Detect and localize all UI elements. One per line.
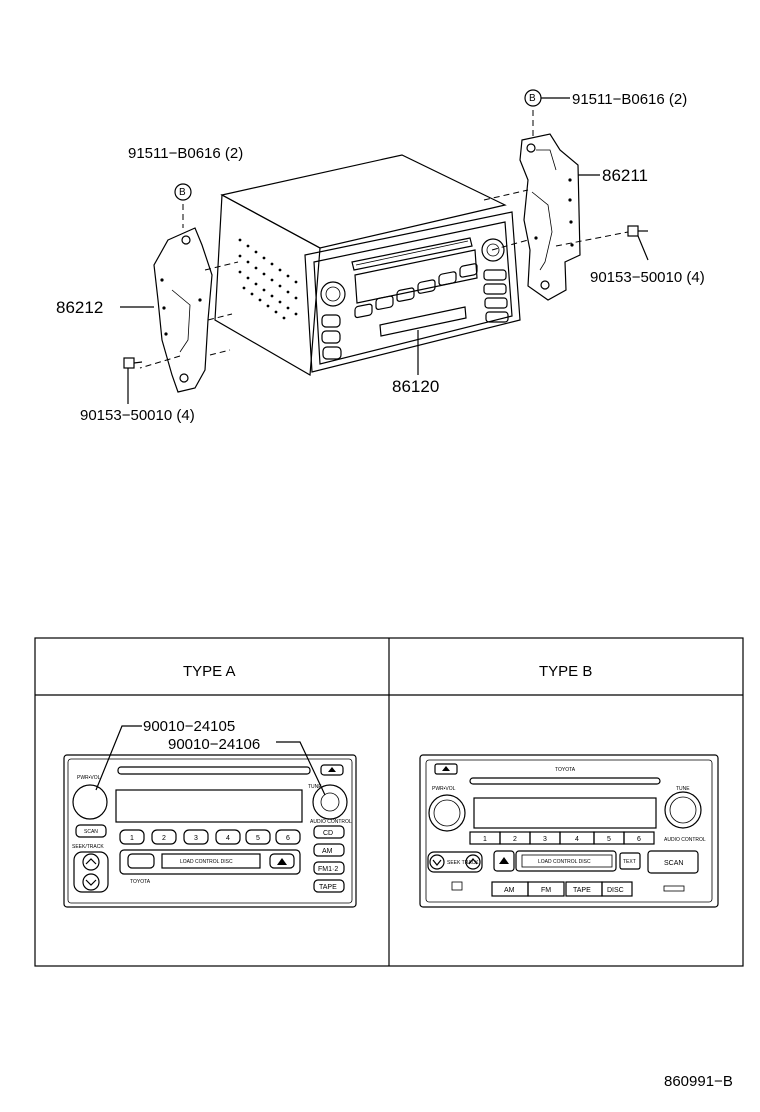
diagram-id: 860991−B — [664, 1073, 733, 1090]
load-control-label: LOAD CONTROL DISC — [180, 859, 233, 865]
bolt-left-label: 91511−B0616 (2) — [128, 145, 243, 162]
type-a-panel: 90010−24105 90010−24106 PWR•VOL TUNE 1 2… — [63, 718, 357, 908]
am-button[interactable] — [313, 843, 345, 857]
bolt-callout-right: B 91511−B0616 (2) — [524, 89, 687, 108]
preset-label: 5 — [607, 836, 611, 843]
toyota-text: TOYOTA — [130, 879, 151, 885]
model-badge — [663, 885, 685, 892]
preset-label: 2 — [162, 835, 166, 842]
text-button[interactable] — [619, 852, 641, 870]
screw-left-label: 90153−50010 (4) — [80, 407, 195, 424]
text-label: TEXT — [623, 859, 636, 865]
seek-up-button[interactable] — [82, 853, 100, 871]
audio-control-label: AUDIO CONTROL — [310, 819, 352, 825]
type-b-header: TYPE B — [539, 663, 592, 680]
pwr-vol-text: PWR•VOL — [432, 786, 456, 792]
pwr-vol-knob[interactable] — [72, 784, 108, 820]
audio-control-label: AUDIO CONTROL — [664, 837, 706, 843]
assembly-lines — [139, 110, 629, 369]
radio-unit-label: 86120 — [392, 377, 439, 396]
preset-label: 6 — [286, 835, 290, 842]
radio-unit: 86120 — [214, 154, 521, 396]
pwr-vol-knob[interactable] — [428, 794, 466, 832]
bolt-right-label: 91511−B0616 (2) — [572, 91, 687, 108]
cd-button[interactable] — [313, 825, 345, 839]
preset-button-2[interactable] — [151, 829, 177, 845]
preset-button-5[interactable] — [245, 829, 271, 845]
preset-button-4[interactable] — [215, 829, 241, 845]
preset-label: 4 — [575, 836, 579, 843]
load-control-label: LOAD CONTROL DISC — [538, 859, 591, 865]
preset-label: 4 — [226, 835, 230, 842]
side-vent-holes — [238, 238, 298, 320]
pwr-vol-text: PWR•VOL — [77, 775, 101, 781]
disc-label: DISC — [607, 887, 624, 894]
preset-label: 3 — [194, 835, 198, 842]
preset-label: 5 — [256, 835, 260, 842]
tape-eject-button[interactable] — [493, 850, 515, 872]
preset-button-3[interactable] — [183, 829, 209, 845]
type-b-panel: TOYOTA PWR•VOL TUNE 1 2 3 4 5 6 AUDIO CO… — [419, 754, 719, 908]
fm-label: FM — [541, 887, 551, 894]
fm-label: FM1·2 — [318, 866, 338, 873]
bracket-left-label: 86212 — [56, 298, 103, 317]
tune-knob[interactable] — [312, 784, 348, 820]
knob-a-label: 90010−24105 — [143, 718, 235, 735]
type-a-presets: 1 2 3 4 5 6 — [119, 829, 301, 845]
screw-right: 90153−50010 (4) — [590, 225, 705, 286]
preset-label: 1 — [483, 836, 487, 843]
tune-text: TUNE — [308, 784, 322, 790]
tape-label: TAPE — [573, 887, 591, 894]
am-label: AM — [322, 848, 333, 855]
fm-button[interactable] — [313, 861, 345, 875]
knob-b-label: 90010−24106 — [168, 736, 260, 753]
callout-b-icon: B — [529, 93, 536, 104]
preset-label: 3 — [543, 836, 547, 843]
eject-button[interactable] — [269, 853, 295, 869]
screw-right-label: 90153−50010 (4) — [590, 269, 705, 286]
tape-button[interactable] — [313, 879, 345, 893]
bracket-right-label: 86211 — [602, 166, 648, 185]
preset-button-6[interactable] — [275, 829, 301, 845]
seek-up-button[interactable] — [465, 854, 481, 870]
preset-label: 6 — [637, 836, 641, 843]
tape-label: TAPE — [319, 884, 337, 891]
am-label: AM — [504, 887, 515, 894]
type-table: TYPE A TYPE B — [34, 637, 744, 967]
scan-button[interactable] — [647, 850, 699, 874]
scan-button[interactable] — [75, 824, 107, 838]
preset-label: 2 — [513, 836, 517, 843]
scan-label: SCAN — [84, 829, 98, 835]
fm-button[interactable] — [527, 881, 565, 897]
preset-button-1[interactable] — [119, 829, 145, 845]
eject-button[interactable] — [434, 763, 458, 775]
callout-b-icon: B — [179, 187, 186, 198]
screw-left: 90153−50010 (4) — [80, 357, 195, 424]
bracket-right: 86211 — [519, 133, 648, 301]
seek-track-label: SEEK TRACK — [447, 860, 479, 866]
tune-text: TUNE — [676, 786, 690, 792]
seek-down-button[interactable] — [82, 873, 100, 891]
cd-label: CD — [323, 830, 333, 837]
tape-rewind-button[interactable] — [127, 853, 155, 869]
toyota-text: TOYOTA — [555, 767, 576, 773]
disc-button[interactable] — [601, 881, 633, 897]
type-a-header: TYPE A — [183, 663, 236, 680]
tune-knob[interactable] — [664, 791, 702, 829]
scan-label: SCAN — [664, 860, 683, 867]
seek-track-label: SEEK/TRACK — [72, 844, 104, 850]
bracket-left: 86212 — [56, 227, 213, 393]
seek-down-button[interactable] — [429, 854, 445, 870]
logo-icon — [451, 881, 463, 891]
bolt-callout-left: 91511−B0616 (2) B — [128, 145, 243, 201]
preset-button-6[interactable] — [623, 831, 655, 845]
type-b-presets: 1 2 3 4 5 6 — [469, 831, 655, 845]
preset-label: 1 — [130, 835, 134, 842]
